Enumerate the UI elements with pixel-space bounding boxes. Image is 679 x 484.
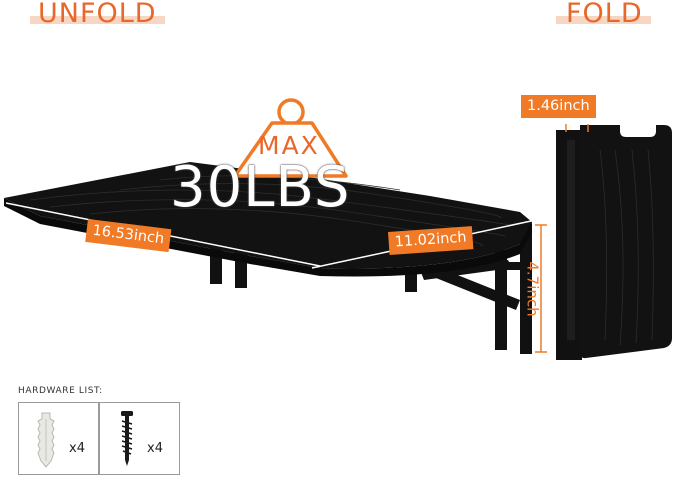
anchor-quantity: x4 xyxy=(69,441,85,456)
fold-header: FOLD xyxy=(566,0,643,29)
max-label: MAX xyxy=(258,131,320,160)
support-brackets xyxy=(210,224,532,354)
weight-tag xyxy=(233,98,348,178)
hardware-list-title: HARDWARE LIST: xyxy=(18,386,103,396)
screw-icon xyxy=(121,411,133,466)
bracket-height-dimension: 4.7inch xyxy=(523,261,542,317)
hardware-item-screw: x4 xyxy=(98,402,180,475)
folded-thickness-dimension: 1.46inch xyxy=(521,95,596,118)
folded-table xyxy=(556,124,672,360)
screw-quantity: x4 xyxy=(147,441,163,456)
fold-header-bar xyxy=(556,16,651,24)
hardware-item-anchor: x4 xyxy=(18,402,100,475)
wall-anchor-icon xyxy=(37,412,55,468)
unfold-header: UNFOLD xyxy=(38,0,157,29)
weight-value: 30LBS xyxy=(170,155,351,220)
height-guide xyxy=(535,224,547,353)
unfold-header-bar xyxy=(30,16,165,24)
